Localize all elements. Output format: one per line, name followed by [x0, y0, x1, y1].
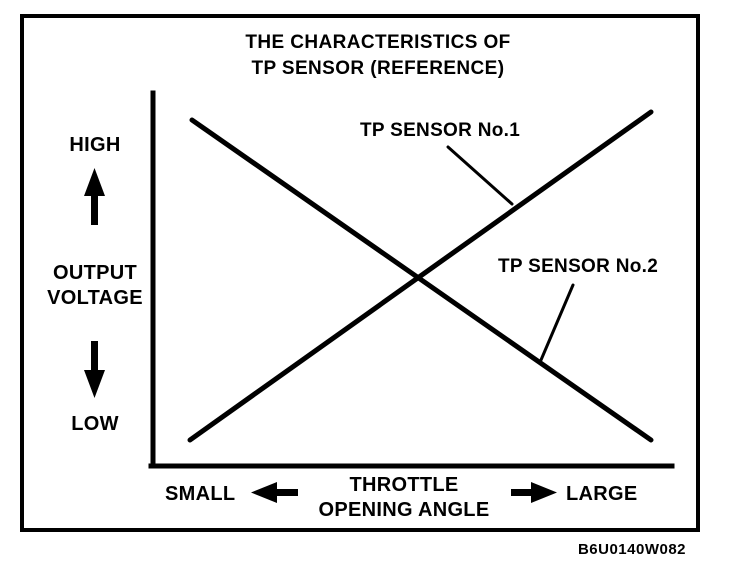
figure-reference-code: B6U0140W082 — [578, 541, 686, 558]
figure-border — [20, 14, 700, 532]
